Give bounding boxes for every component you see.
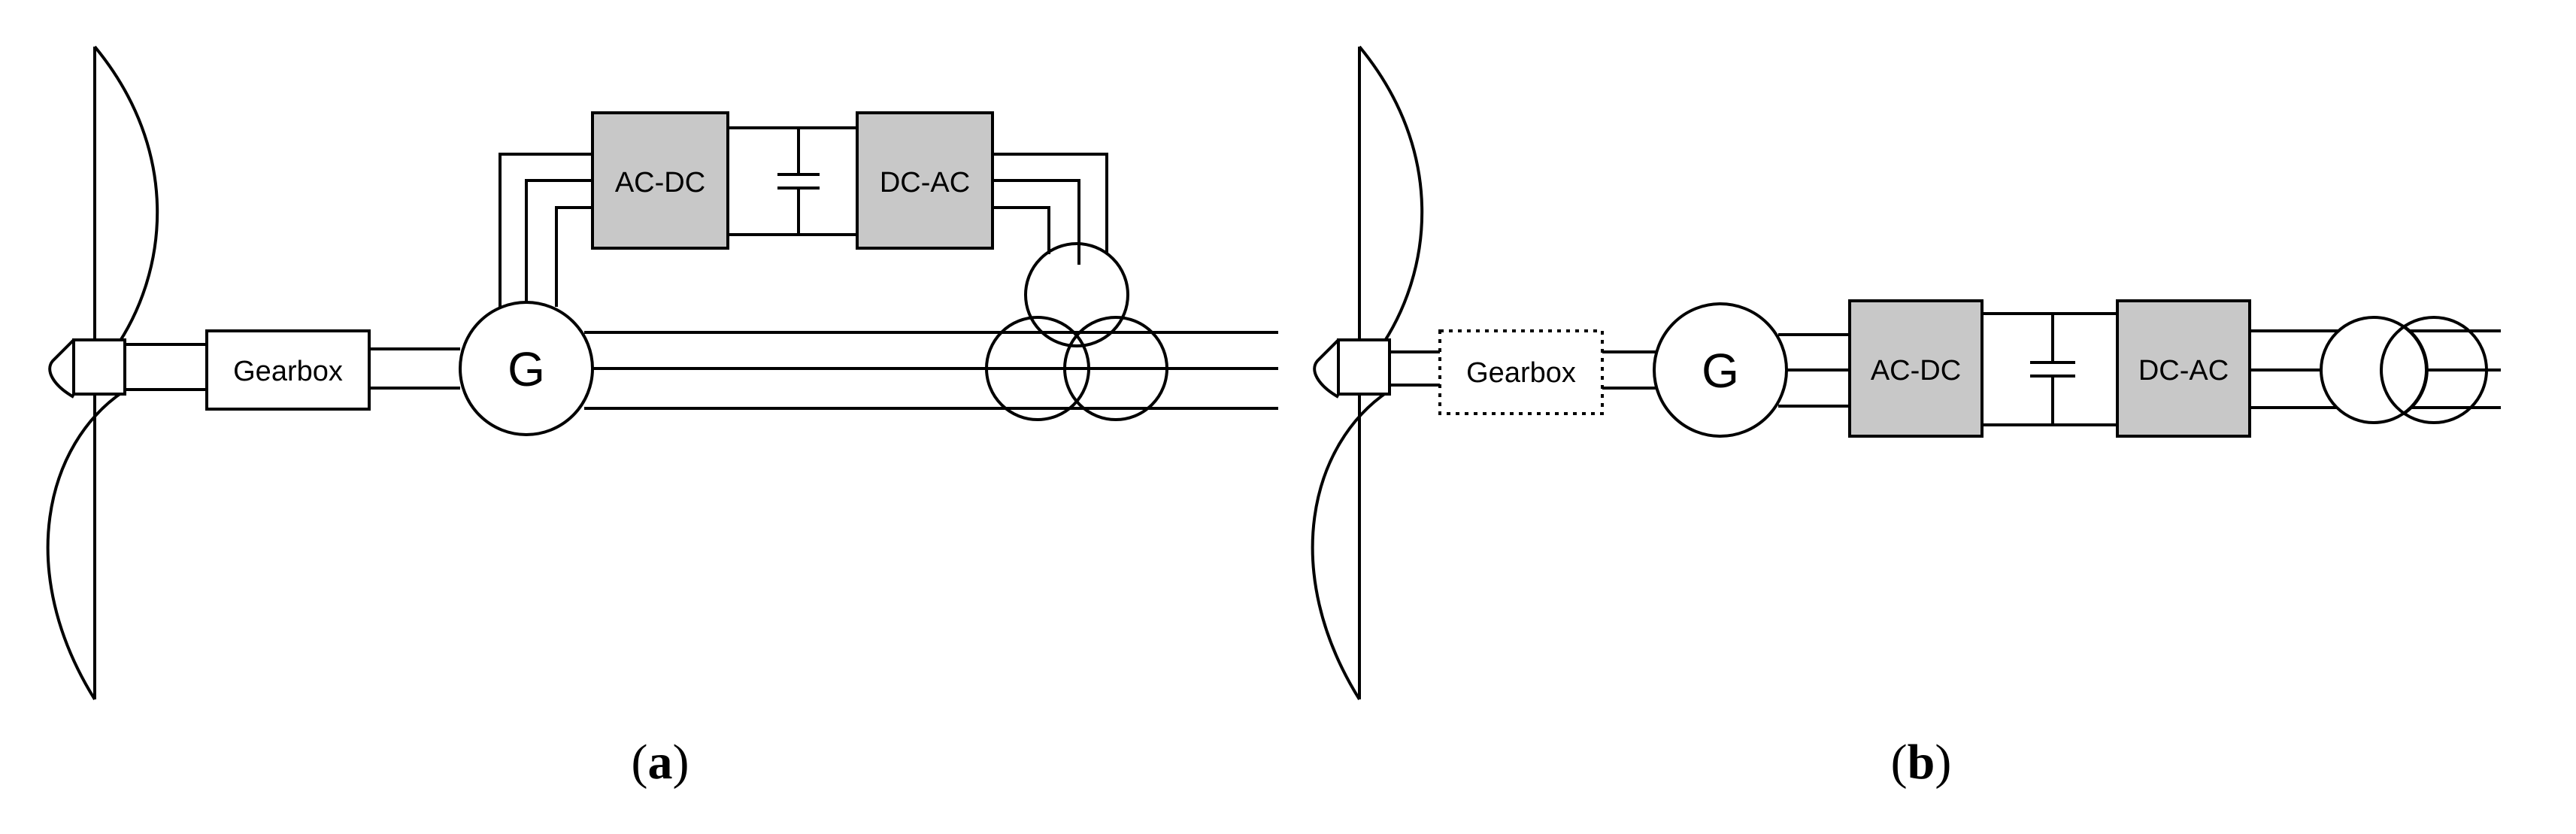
hub <box>72 338 126 396</box>
transformer-winding-right <box>2380 316 2488 424</box>
caption-a: (a) <box>632 735 689 790</box>
caption-paren: ( <box>632 735 648 790</box>
grid-side-line <box>993 153 1108 254</box>
rectifier-label-b: AC-DC <box>1871 355 1961 387</box>
caption-paren: ) <box>1935 735 1951 790</box>
rectifier-box <box>591 111 729 250</box>
rotor-line <box>555 206 592 307</box>
blade-top <box>1358 45 1424 351</box>
diagram-b <box>1311 45 2501 701</box>
grid-side-line <box>993 179 1080 265</box>
gearbox-box <box>205 329 371 411</box>
inverter-box <box>2116 299 2251 438</box>
nose-cone <box>48 338 75 399</box>
diagram-a <box>46 45 1278 701</box>
generator-label-b: G <box>1702 344 1739 398</box>
gearbox-label-b: Gearbox <box>1466 357 1576 389</box>
gearbox-box-optional <box>1438 329 1604 415</box>
rotor-line <box>499 153 592 307</box>
transformer-winding-left <box>985 316 1090 421</box>
gearbox-label-a: Gearbox <box>233 356 343 387</box>
nose-cone <box>1313 338 1340 399</box>
caption-letter: a <box>648 735 673 790</box>
caption-paren: ( <box>1891 735 1908 790</box>
blade-bottom <box>46 390 126 701</box>
inverter-label-b: DC-AC <box>2138 355 2229 387</box>
transformer-winding-right <box>1063 316 1168 421</box>
blade-top <box>93 45 159 351</box>
transformer-overlap <box>2402 325 2429 415</box>
transformer-winding-top <box>1024 242 1129 347</box>
caption-b: (b) <box>1891 735 1952 790</box>
rotor-line <box>525 179 592 302</box>
hub <box>1337 338 1391 396</box>
rectifier-label-a: AC-DC <box>615 167 705 199</box>
inverter-box <box>856 111 994 250</box>
inverter-label-a: DC-AC <box>880 167 970 199</box>
caption-paren: ) <box>673 735 689 790</box>
generator-label-a: G <box>508 342 545 396</box>
rectifier-box <box>1848 299 1984 438</box>
blade-bottom <box>1311 390 1390 701</box>
grid-side-line <box>993 206 1050 254</box>
caption-letter: b <box>1908 735 1935 790</box>
